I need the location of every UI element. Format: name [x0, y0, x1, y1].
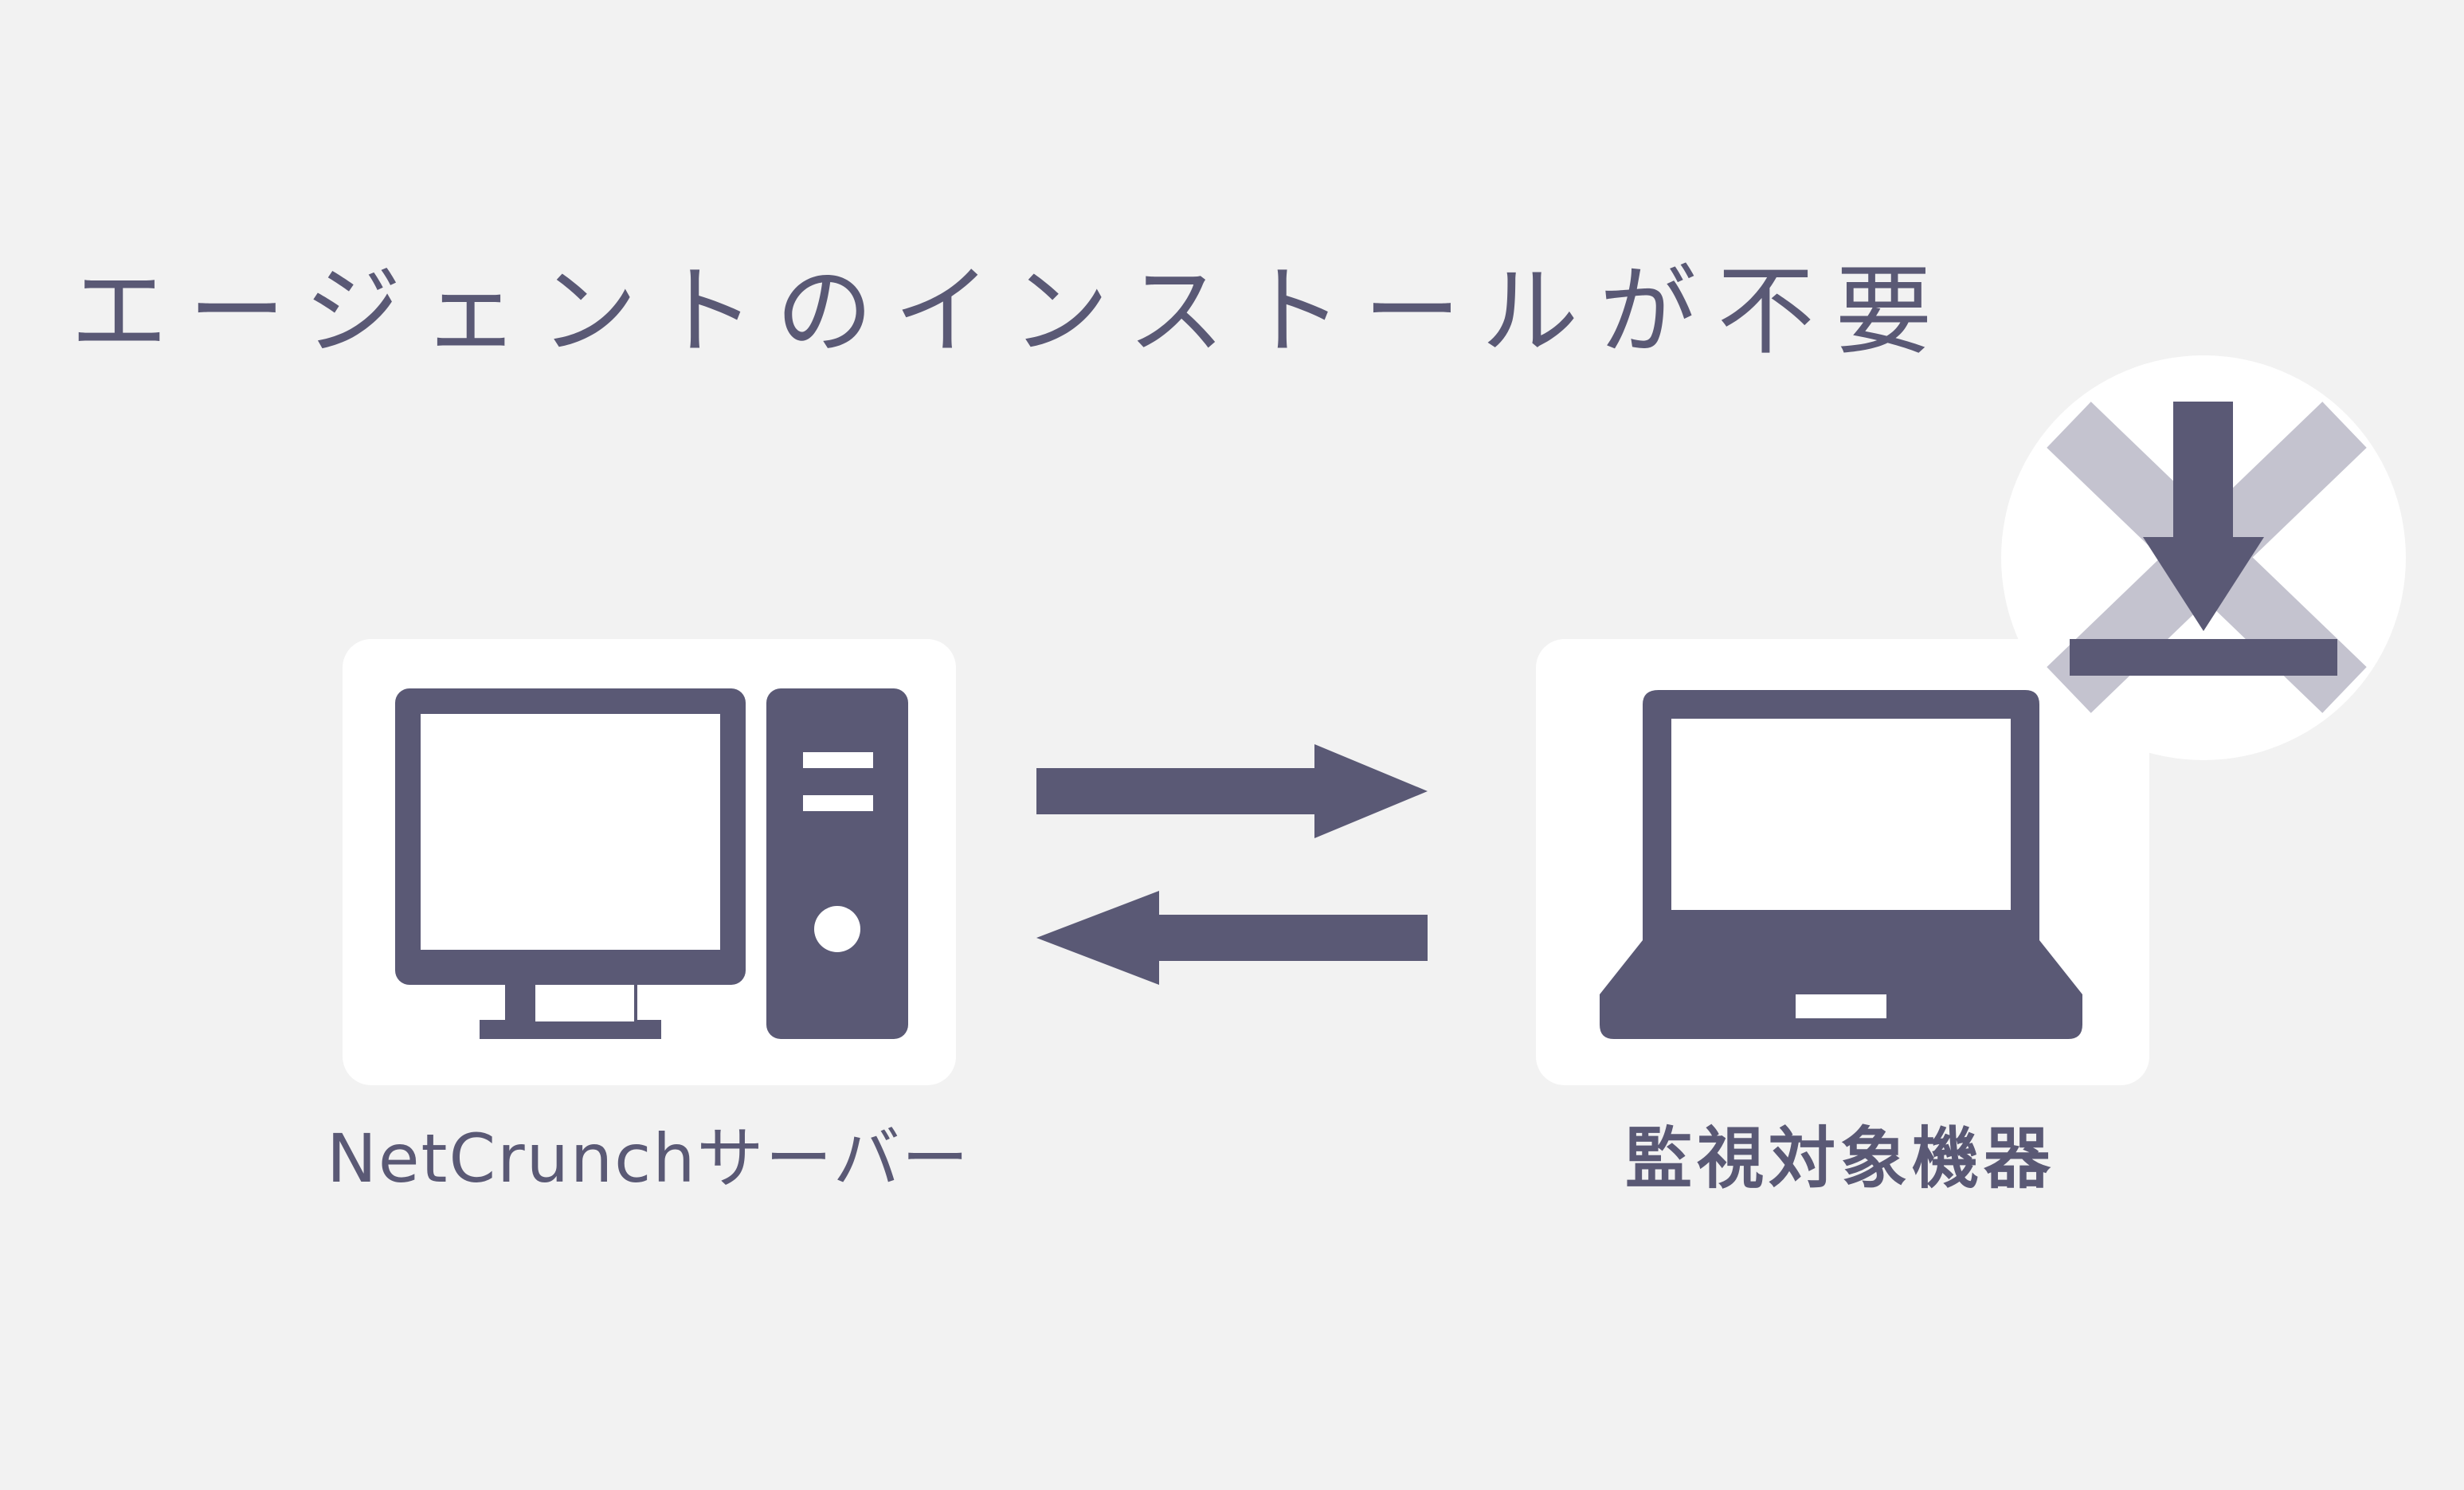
monitor-screen — [421, 714, 720, 950]
tower-case — [766, 688, 908, 1039]
power-button — [814, 906, 860, 952]
page-title: エージェントのインストールが不要 — [70, 255, 1953, 368]
drive-slot-1 — [803, 752, 873, 768]
arrow-right — [1036, 744, 1428, 838]
no-install-download-icon — [2001, 355, 2406, 760]
monitor-base — [480, 1020, 661, 1039]
monitor-neck-gap — [535, 985, 634, 1021]
data-flow-arrows — [1036, 744, 1428, 985]
arrow-left — [1036, 891, 1428, 985]
laptop-icon — [1600, 690, 2082, 1039]
download-tray — [2070, 639, 2337, 676]
drive-slot-2 — [803, 795, 873, 811]
desktop-computer-icon — [395, 688, 908, 1039]
device-label: 監視対象機器 — [1625, 1119, 2056, 1198]
server-label: NetCrunchサーバー — [327, 1119, 970, 1198]
download-arrow — [2143, 402, 2264, 631]
laptop-trackpad — [1796, 994, 1886, 1018]
laptop-screen — [1671, 719, 2011, 910]
